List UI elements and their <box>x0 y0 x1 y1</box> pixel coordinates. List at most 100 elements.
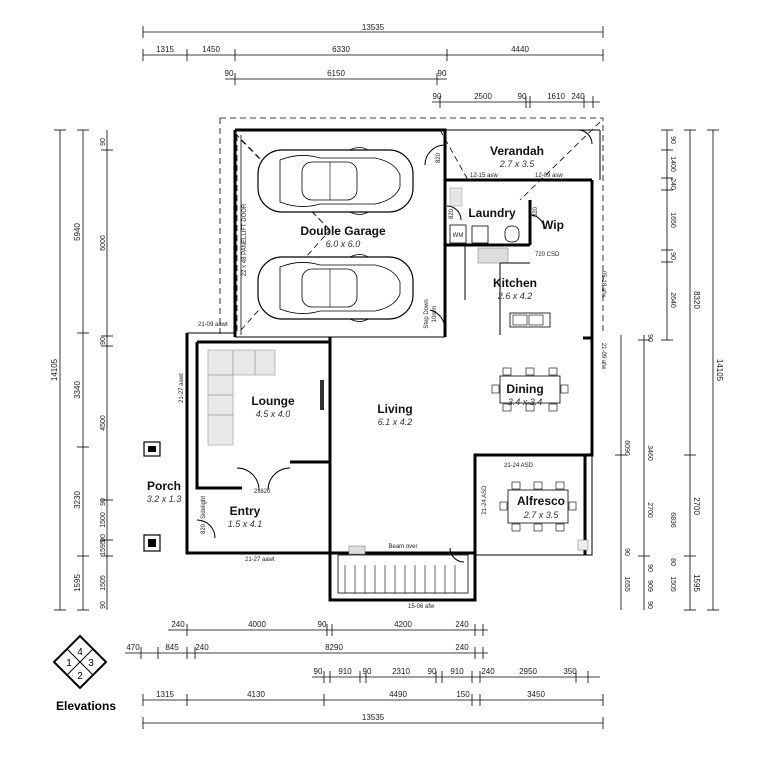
elevation-1: 1 <box>66 658 72 669</box>
dimension-label: 6836 <box>669 512 676 528</box>
dimension-label: 90 <box>100 337 107 345</box>
dimension-label: 820 <box>449 208 455 219</box>
awt-note-2: 21-27 aawt <box>179 373 185 403</box>
dimension-label: 90 <box>438 69 447 78</box>
dimension-label: 4000 <box>248 620 266 629</box>
dimension-label: 1500 <box>100 512 107 528</box>
annotations: 12-15 asw 12-09 asw 21-09 aawt 21-27 aaw… <box>179 173 606 610</box>
dimension-label: 14105 <box>715 359 724 382</box>
beam-note: Beam over <box>388 544 417 550</box>
dimension-label: 4130 <box>247 690 265 699</box>
dimension-label: 2500 <box>474 92 492 101</box>
dimension-label: 240 <box>455 643 469 652</box>
dining-size: 3.4 x 3.4 <box>508 397 543 407</box>
room-labels: Double Garage 6.0 x 6.0 Verandah 2.7 x 3… <box>147 144 565 529</box>
door-swings: 820 820 820 <box>196 129 593 539</box>
dimension-label: 240 <box>171 620 185 629</box>
dining-name: Dining <box>506 382 543 396</box>
lounge-sofa <box>207 349 324 446</box>
elevations-title: Elevations <box>56 699 116 713</box>
dimension-label: 845 <box>165 643 179 652</box>
panel-door-note: 22 x 48 PANELLIFT DOOR <box>242 203 248 276</box>
alfresco-size: 2.7 x 3.5 <box>523 510 560 520</box>
dimension-label: 240 <box>455 620 469 629</box>
asd-note-1: 21-24 ASD <box>504 463 534 469</box>
alfresco-table <box>499 481 589 551</box>
garage-size: 6.0 x 6.0 <box>326 239 361 249</box>
dimension-label: 6000 <box>100 235 107 251</box>
dimension-label: 909 <box>646 580 653 592</box>
dimension-label: 90 <box>314 667 323 676</box>
kitchen-size: 2.6 x 4.2 <box>497 291 533 301</box>
dimension-label: 150 <box>456 690 470 699</box>
dimension-label: 2700 <box>692 497 701 515</box>
step-down-note: Step Down <box>424 299 430 328</box>
dimension-label: 90 <box>669 252 676 260</box>
dimension-label: 90 <box>669 136 676 144</box>
dimension-label: 2700 <box>646 502 653 518</box>
dimension-label: 3340 <box>73 381 82 399</box>
dimension-label: 5940 <box>73 223 82 241</box>
verandah-size: 2.7 x 3.5 <box>499 159 536 169</box>
awt-note-1: 21-09 aawt <box>198 322 228 328</box>
door-2x820-note: 2x820 <box>254 489 271 495</box>
living-name: Living <box>377 402 412 416</box>
entry-name: Entry <box>230 504 261 518</box>
dimension-label: 4490 <box>389 690 407 699</box>
dim-top-total: 13535 <box>362 23 385 32</box>
dimension-label: 90 <box>518 92 527 101</box>
dimension-label: 910 <box>338 667 352 676</box>
dimension-label: 90 <box>433 92 442 101</box>
living-size: 6.1 x 4.2 <box>378 417 413 427</box>
right-dimensions: 14105 8320 2700 1595 90 1400 240 1650 90… <box>615 129 724 611</box>
dimension-label: 350 <box>563 667 577 676</box>
elevation-3: 3 <box>88 658 94 669</box>
dimension-label: 4200 <box>394 620 412 629</box>
left-dimensions: 14105 5940 3340 3230 1595 90 6000 90 450… <box>50 129 113 611</box>
dimension-label: 2950 <box>519 667 537 676</box>
dimension-label: 90 <box>646 334 653 342</box>
dimension-label: 90 <box>100 601 107 609</box>
elevations-legend: 1 4 3 2 Elevations <box>52 634 116 713</box>
wip-name: Wip <box>542 218 564 232</box>
dimension-label: 910 <box>450 667 464 676</box>
asw-note-2: 12-09 asw <box>535 173 563 179</box>
garage-name: Double Garage <box>300 224 386 238</box>
dimension-label: 90 <box>363 667 372 676</box>
dimension-label: 2640 <box>669 292 676 308</box>
bottom-dimensions: 240 4000 90 4200 240 470 845 240 8290 24… <box>125 620 604 729</box>
dimension-label: 1595 <box>73 574 82 592</box>
elevation-4: 4 <box>77 647 83 658</box>
alfresco-name: Alfresco <box>517 494 565 508</box>
laundry-fixtures: WM <box>449 187 520 264</box>
porch-posts <box>143 441 161 552</box>
dimension-label: 8320 <box>692 291 701 309</box>
lounge-name: Lounge <box>251 394 295 408</box>
staircase: Beam over <box>330 544 475 594</box>
dimension-label: 1505 <box>100 575 107 591</box>
porch-size: 3.2 x 1.3 <box>147 494 182 504</box>
washing-machine-label: WM <box>453 233 464 239</box>
dimension-label: 90 <box>318 620 327 629</box>
dimension-label: 1315 <box>156 45 174 54</box>
dimension-label: 90 <box>646 601 653 609</box>
car-bottom <box>257 254 414 322</box>
dimension-label: 90 <box>428 667 437 676</box>
dimension-label: 240 <box>571 92 585 101</box>
dimension-label: 2310 <box>392 667 410 676</box>
dimension-label: 80 <box>669 558 676 566</box>
dimension-label: 90 <box>225 69 234 78</box>
dimension-label: 1610 <box>547 92 565 101</box>
dimension-label: 3230 <box>73 491 82 509</box>
dimension-label: 1655 <box>623 576 630 592</box>
dimension-label: 90 <box>100 534 107 542</box>
dimension-label: 1315 <box>156 690 174 699</box>
laundry-name: Laundry <box>468 206 516 220</box>
dimension-label: 820 <box>436 152 442 163</box>
dimension-label: 1450 <box>202 45 220 54</box>
dimension-label: 1650 <box>669 212 676 228</box>
dimension-label: 1505 <box>669 576 676 592</box>
afw-note-1: 05-18 afw <box>600 271 606 298</box>
dimension-label: 90 <box>623 548 630 556</box>
